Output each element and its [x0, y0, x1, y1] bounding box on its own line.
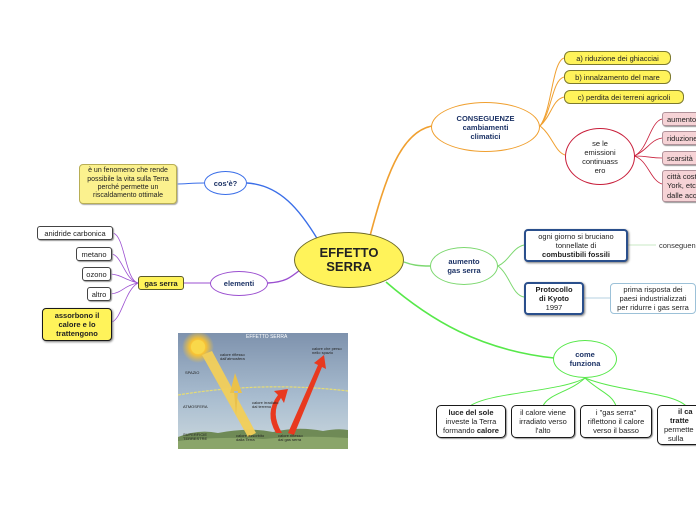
conseguen-text[interactable]: conseguen [659, 241, 696, 250]
gas-serra-label: gas serra [144, 278, 178, 288]
greenhouse-illustration-graphic [178, 333, 348, 449]
cose-label: cos'è? [213, 178, 238, 188]
step-luce-sole[interactable]: luce del sole investe la Terra formando … [436, 405, 506, 438]
absorb-line2: calore e lo [58, 320, 96, 329]
step1-line2: investe la Terra [445, 417, 497, 426]
effect-aumento[interactable]: aumento [662, 112, 696, 126]
gas-serra-node[interactable]: gas serra [138, 276, 184, 290]
protocollo-line2: di Kyoto [539, 294, 569, 303]
conseguenza-item-a-label: a) riduzione dei ghiacciai [576, 53, 659, 63]
combustibili-line1: ogni giorno si bruciano [538, 232, 614, 241]
effect-citta-label: città cost York, etc dalle acq [667, 171, 696, 200]
step3-line1: i "gas serra" [595, 408, 637, 417]
risposta-line3: per ridurre i gas serra [617, 303, 689, 312]
elementi-label: elementi [223, 279, 255, 288]
step-calore-trattenuto[interactable]: il ca tratte permette sulla [657, 405, 696, 445]
effect-riduzione-label: riduzione [667, 133, 696, 143]
effect-riduzione[interactable]: riduzione [662, 131, 696, 145]
gas-anidride-carbonica-label: anidride carbonica [44, 228, 106, 238]
emissioni-line3: continuass [582, 156, 618, 166]
illustration-label-irradiato: calore irradiato dal terreno [252, 400, 279, 410]
step2-line3: l'alto [535, 426, 551, 435]
conseguenza-item-a[interactable]: a) riduzione dei ghiacciai [564, 51, 671, 65]
step1-line1: luce del sole [448, 408, 494, 417]
illustration-label-assorbito: calore assorbito dalla Terra [236, 433, 265, 443]
emissioni-line2: emissioni [584, 147, 616, 157]
illustration-label-atmosfera: ATMOSFERA [183, 404, 208, 409]
central-topic-line2: SERRA [326, 259, 372, 274]
protocollo-node[interactable]: Protocollo di Kyoto 1997 [524, 282, 584, 315]
come-funziona-node[interactable]: come funziona [553, 340, 617, 378]
aumento-title-2: gas serra [447, 266, 481, 275]
step-gas-serra[interactable]: i "gas serra" riflettono il calore verso… [580, 405, 652, 438]
illustration-label-spazio: SPAZIO [185, 370, 200, 375]
conseguen-label: conseguen [659, 241, 696, 250]
gas-metano-label: metano [81, 249, 107, 259]
step1-line3-text: formando [443, 426, 477, 435]
emissioni-line4: ero [594, 165, 606, 175]
aumento-node[interactable]: aumento gas serra [430, 247, 498, 285]
conseguenze-title-2: cambiamenti [462, 122, 509, 132]
step1-line3: formando calore [443, 426, 499, 435]
step4-line1: il ca [678, 407, 693, 416]
risposta-line1: prima risposta dei [623, 285, 683, 294]
emissioni-line1: se le [592, 138, 608, 148]
central-topic-line1: EFFETTO [319, 244, 379, 260]
effect-scarsita[interactable]: scarsità [662, 151, 696, 165]
greenhouse-illustration[interactable]: EFFETTO SERRA SPAZIO ATMOSFERA SUPERFICI… [178, 333, 348, 449]
effect-scarsita-label: scarsità [667, 153, 693, 163]
conseguenza-item-c-label: c) perdita dei terreni agricoli [577, 92, 671, 102]
step4-line4: sulla [668, 434, 684, 443]
protocollo-year: 1997 [545, 303, 563, 312]
conseguenze-node[interactable]: CONSEGUENZE cambiamenti climatici [431, 102, 540, 152]
effect-citta[interactable]: città cost York, etc dalle acq [662, 170, 696, 202]
risposta-node[interactable]: prima risposta dei paesi industrializzat… [610, 283, 696, 314]
illustration-label-perso: calore che perso nello spazio [312, 346, 342, 356]
illustration-label-superficie: SUPERFICIE TERRESTRE [183, 432, 208, 442]
absorb-line3: trattengono [56, 329, 98, 338]
conseguenza-item-c[interactable]: c) perdita dei terreni agricoli [564, 90, 684, 104]
come-funziona-title-1: come [575, 350, 595, 359]
step1-line3-bold: calore [476, 426, 499, 435]
gas-ozono[interactable]: ozono [82, 267, 111, 281]
step4-line2: tratte [670, 416, 689, 425]
elementi-node[interactable]: elementi [210, 271, 268, 296]
aumento-title-1: aumento [448, 257, 480, 266]
central-topic[interactable]: EFFETTO SERRA [294, 232, 404, 288]
absorb-node[interactable]: assorbono il calore e lo trattengono [42, 308, 112, 341]
combustibili-line3: combustibili fossili [542, 250, 610, 259]
step2-line2: irradiato verso [519, 417, 567, 426]
combustibili-node[interactable]: ogni giorno si bruciano tonnellate di co… [524, 229, 628, 262]
gas-altro-label: altro [91, 289, 107, 299]
protocollo-line1: Protocollo [535, 285, 573, 294]
cose-definition-text: è un fenomeno che rende possibile la vit… [87, 167, 169, 200]
conseguenza-item-b[interactable]: b) innalzamento del mare [564, 70, 671, 84]
cose-definition[interactable]: è un fenomeno che rende possibile la vit… [79, 164, 177, 204]
risposta-line2: paesi industrializzati [619, 294, 687, 303]
conseguenze-title-3: climatici [470, 131, 501, 141]
absorb-line1: assorbono il [54, 311, 100, 320]
step2-line1: il calore viene [520, 408, 566, 417]
illustration-label-riflesso: calore riflesso dall'atmosfera [220, 352, 245, 362]
emissioni-node[interactable]: se le emissioni continuass ero [565, 128, 635, 185]
step4-line3: permette [664, 425, 694, 434]
illustration-label-riflesso-gas: calore riflesso dai gas serra [278, 433, 303, 443]
effect-aumento-label: aumento [667, 114, 696, 124]
come-funziona-title-2: funziona [569, 359, 601, 368]
conseguenze-title-1: CONSEGUENZE [456, 113, 515, 123]
step3-line2: riflettono il calore [587, 417, 645, 426]
cose-node[interactable]: cos'è? [204, 171, 247, 195]
illustration-title: EFFETTO SERRA [246, 334, 288, 340]
step3-line3: verso il basso [593, 426, 639, 435]
combustibili-line2: tonnellate di [555, 241, 597, 250]
gas-metano[interactable]: metano [76, 247, 112, 261]
conseguenza-item-b-label: b) innalzamento del mare [575, 72, 660, 82]
gas-altro[interactable]: altro [87, 287, 111, 301]
step-calore-irradiato[interactable]: il calore viene irradiato verso l'alto [511, 405, 575, 438]
gas-anidride-carbonica[interactable]: anidride carbonica [37, 226, 113, 240]
gas-ozono-label: ozono [86, 269, 107, 279]
